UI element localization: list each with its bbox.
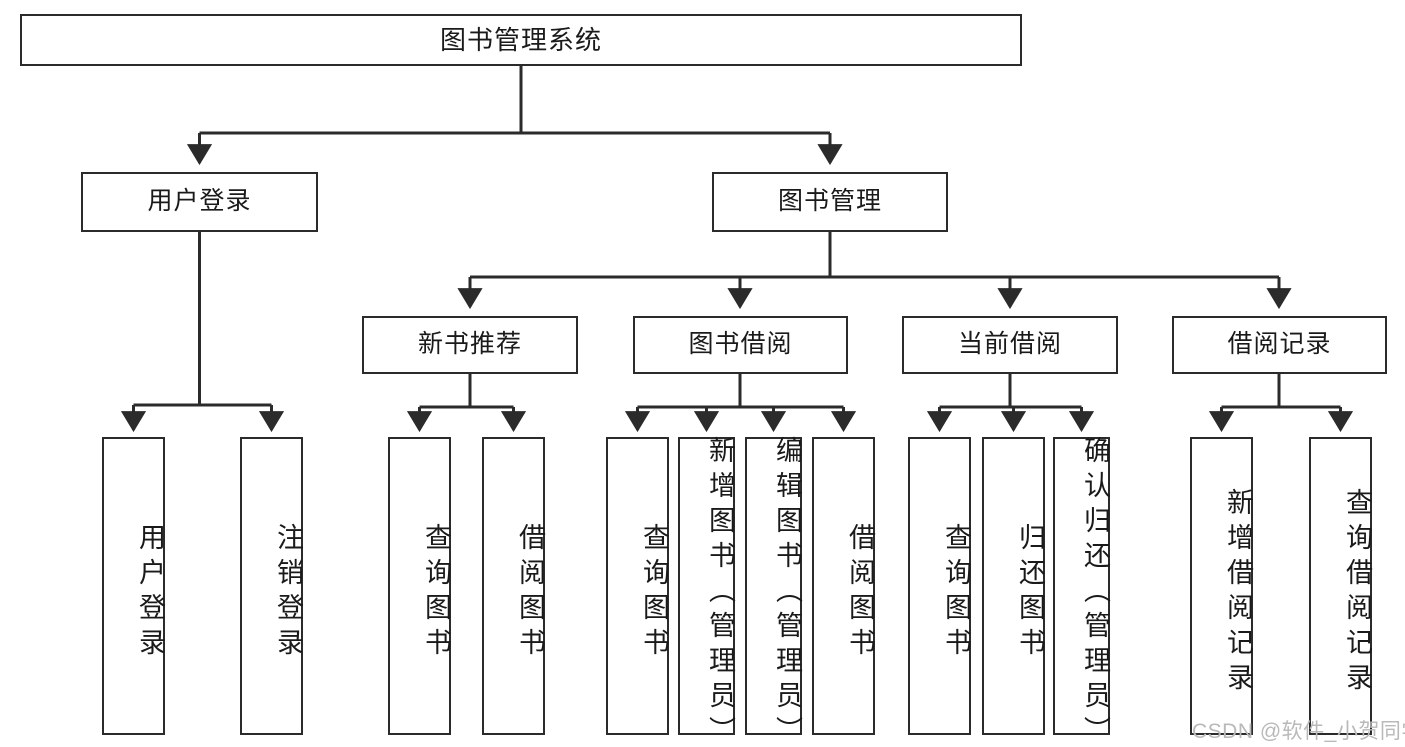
- node-leaf-user-login[interactable]: 用户登录: [102, 437, 165, 735]
- node-leaf-add-book-admin[interactable]: 新增图书（管理员）: [678, 436, 735, 747]
- node-leaf-confirm-return-admin[interactable]: 确认归还（管理员）: [1053, 436, 1110, 747]
- node-new-book-recommend[interactable]: 新书推荐: [362, 316, 578, 374]
- node-current-borrow[interactable]: 当前借阅: [902, 316, 1118, 374]
- node-leaf-return-book[interactable]: 归还图书: [982, 437, 1045, 735]
- node-leaf-borrow-book[interactable]: 借阅图书: [812, 437, 875, 735]
- node-book-manage[interactable]: 图书管理: [712, 172, 948, 232]
- node-user-login[interactable]: 用户登录: [81, 172, 318, 232]
- node-leaf-logout[interactable]: 注销登录: [240, 437, 303, 735]
- node-root-system[interactable]: 图书管理系统: [20, 14, 1022, 66]
- node-leaf-query-borrow-record[interactable]: 查询借阅记录: [1309, 437, 1372, 735]
- node-leaf-borrow-book-rec[interactable]: 借阅图书: [482, 437, 545, 735]
- node-leaf-query-book-borrow[interactable]: 查询图书: [606, 437, 669, 735]
- node-leaf-add-borrow-record[interactable]: 新增借阅记录: [1190, 437, 1253, 735]
- node-book-borrow[interactable]: 图书借阅: [633, 316, 848, 374]
- node-leaf-query-book-current[interactable]: 查询图书: [908, 437, 971, 735]
- node-leaf-query-book-rec[interactable]: 查询图书: [388, 437, 451, 735]
- node-leaf-edit-book-admin[interactable]: 编辑图书（管理员）: [745, 436, 802, 747]
- csdn-watermark: CSDN @软件_小贺同学: [1192, 720, 1405, 743]
- node-borrow-record[interactable]: 借阅记录: [1172, 316, 1387, 374]
